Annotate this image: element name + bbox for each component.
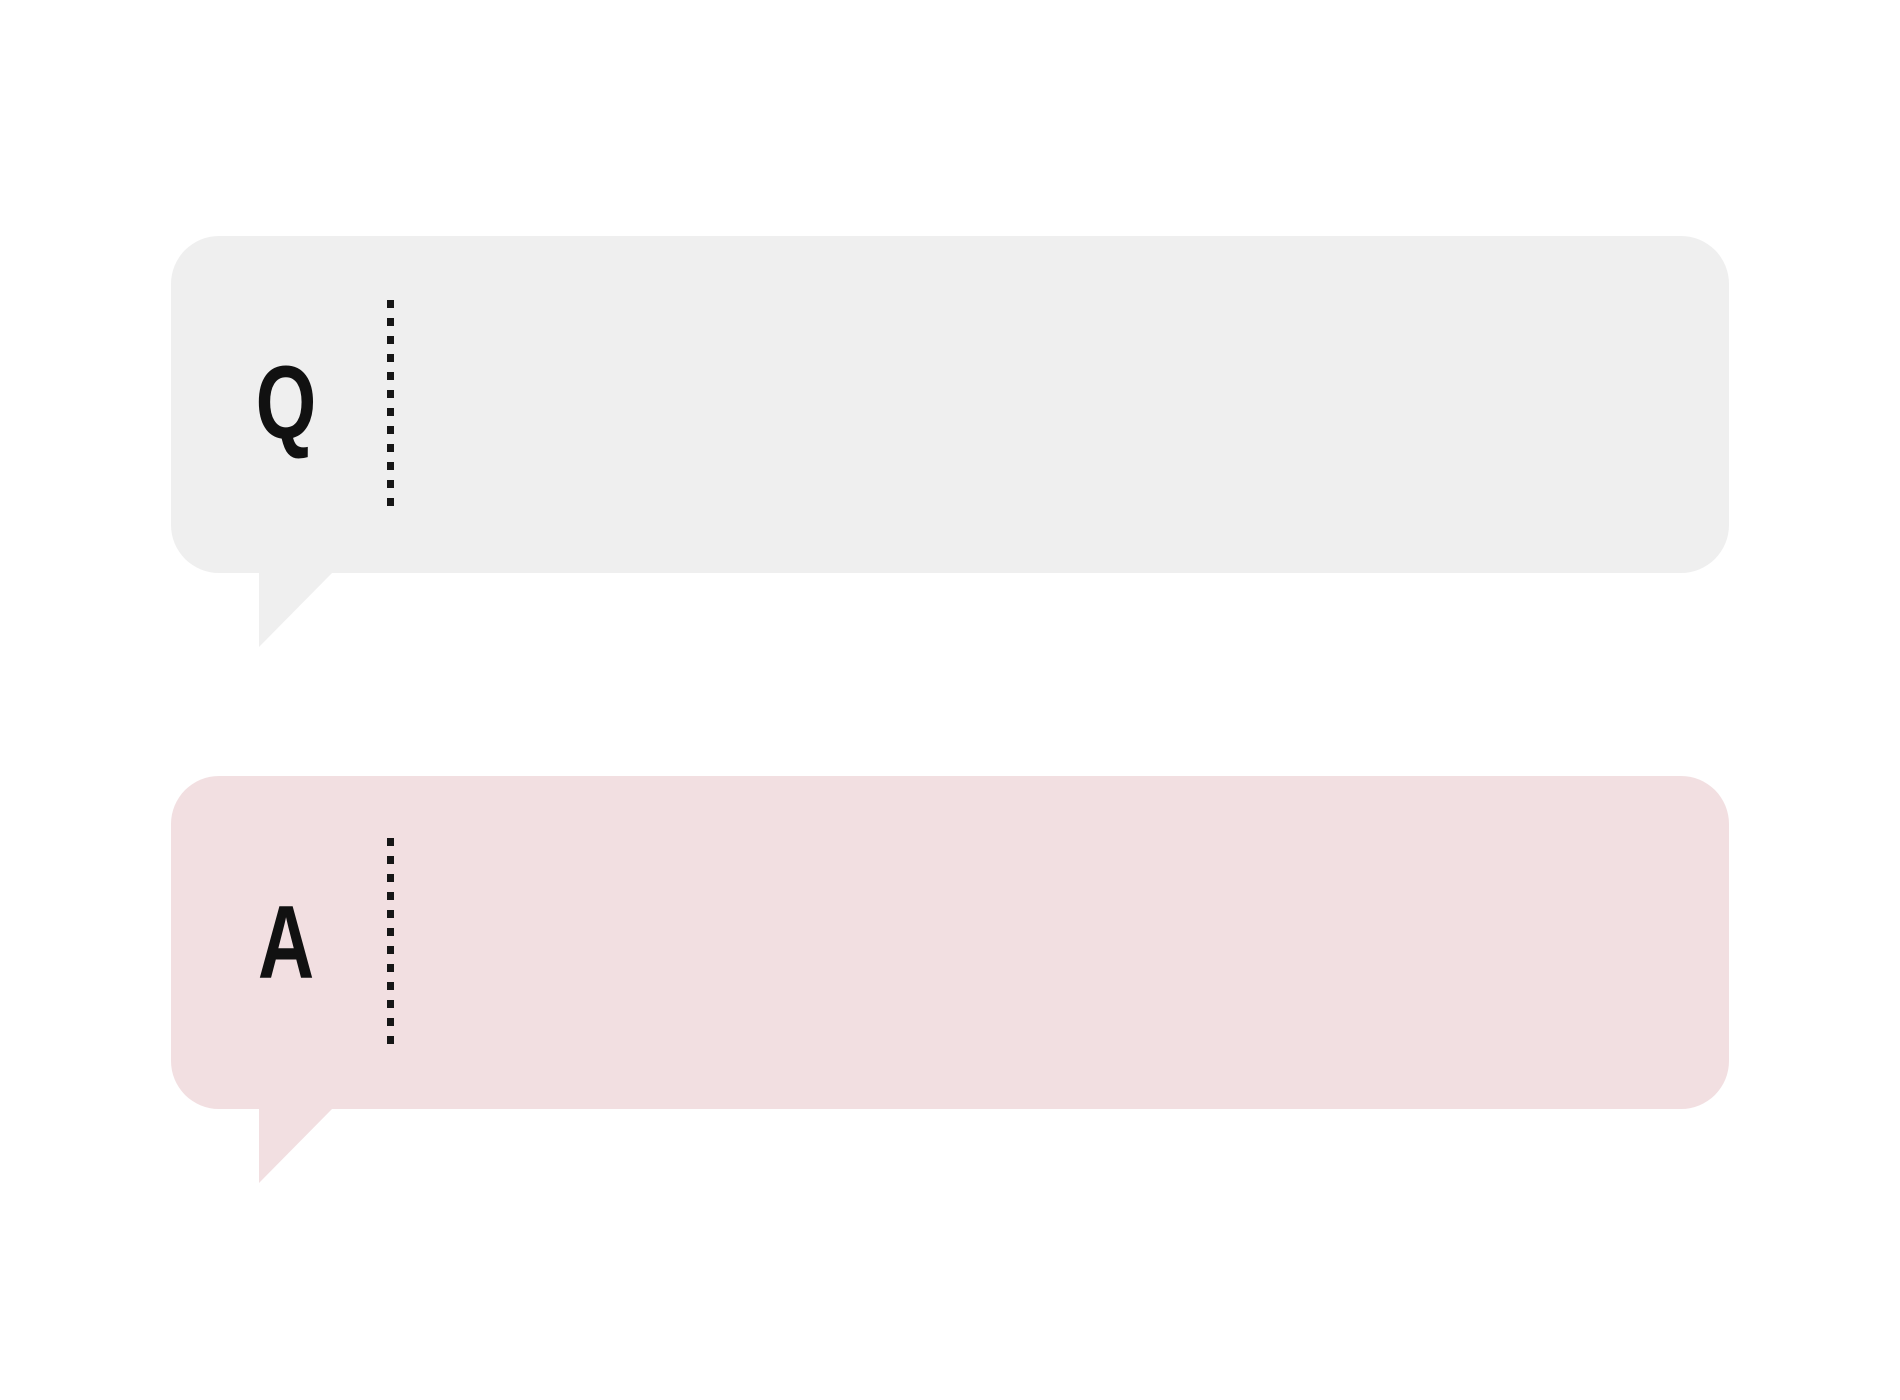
answer-bubble: A — [171, 776, 1729, 1183]
question-content — [441, 276, 1669, 533]
answer-dotted-divider — [387, 838, 394, 1048]
question-bubble-tail — [259, 572, 333, 647]
answer-label: A — [257, 884, 315, 1001]
answer-content — [441, 816, 1669, 1069]
question-dotted-divider — [387, 300, 394, 510]
question-label: Q — [255, 344, 317, 461]
answer-bubble-tail — [259, 1108, 333, 1183]
question-bubble: Q — [171, 236, 1729, 647]
